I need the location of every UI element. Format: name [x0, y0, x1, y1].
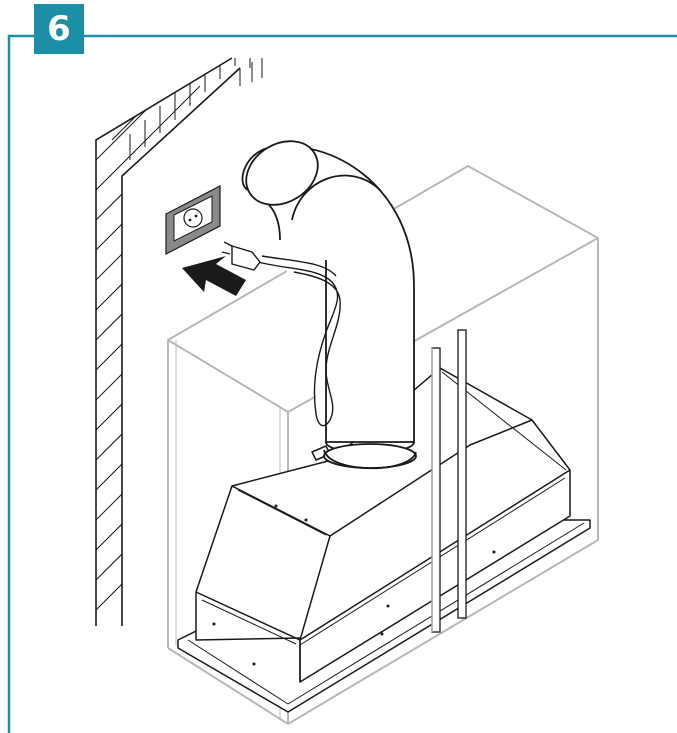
arrow-icon [182, 256, 246, 296]
power-cord [257, 255, 341, 427]
step-number-badge: 6 [34, 4, 84, 54]
mounting-rods [431, 329, 467, 633]
socket-icon [165, 185, 221, 255]
plug-icon [221, 241, 261, 271]
duct-elbow [241, 140, 417, 470]
